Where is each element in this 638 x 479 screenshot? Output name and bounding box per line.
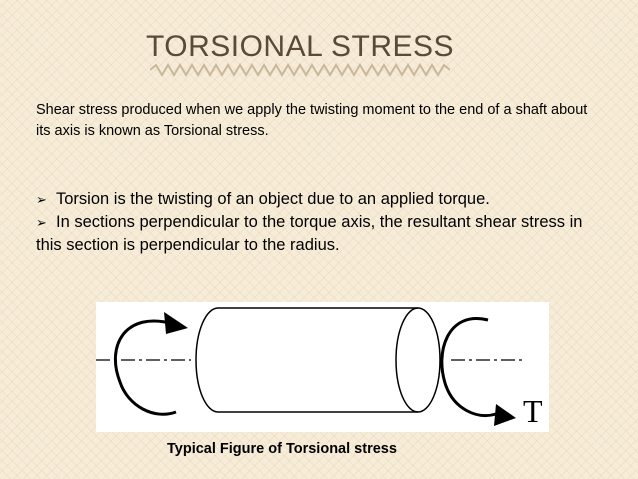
left-torque-arrowhead-icon (164, 312, 188, 334)
left-torque-arc (114, 319, 177, 416)
figure-caption: Typical Figure of Torsional stress (167, 441, 397, 457)
torsion-diagram: T (96, 307, 543, 429)
bullet-text: In sections perpendicular to the torque … (36, 213, 583, 254)
right-torque-arrowhead-icon (494, 404, 516, 426)
right-torque-arc (440, 317, 497, 417)
slide-title: TORSIONAL STRESS (145, 30, 455, 63)
shaft-body (195, 307, 441, 413)
intro-paragraph: Shear stress produced when we apply the … (36, 102, 588, 139)
arrow-bullet-icon: ➢ (36, 192, 47, 207)
torque-label: T (523, 393, 543, 429)
torsion-figure: T (96, 302, 549, 432)
bullet-item: ➢In sections perpendicular to the torque… (36, 211, 596, 257)
arrow-bullet-icon: ➢ (36, 215, 47, 230)
title-zigzag-decoration (150, 63, 450, 77)
bullet-text: Torsion is the twisting of an object due… (56, 190, 490, 208)
bullet-list: ➢ Torsion is the twisting of an object du… (36, 188, 596, 257)
shaft-end-face (395, 307, 419, 413)
bullet-item: ➢ Torsion is the twisting of an object du… (36, 188, 596, 211)
